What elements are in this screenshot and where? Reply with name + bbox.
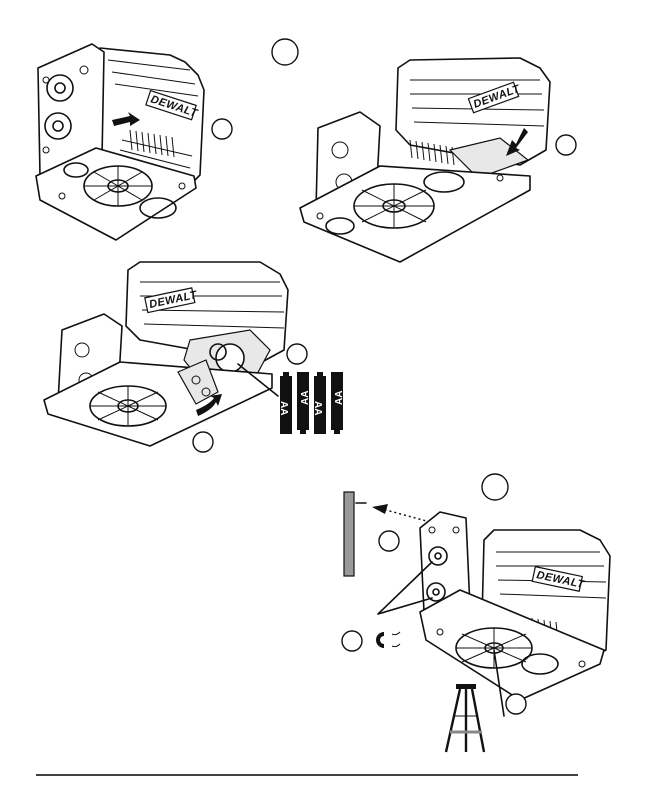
callout-b-1: [556, 135, 576, 155]
battery-group: AA AA AA AA: [278, 372, 345, 434]
battery-label: AA: [278, 401, 289, 415]
battery-label: AA: [312, 401, 323, 415]
figure-a-marker: [272, 39, 298, 65]
battery: AA: [297, 372, 311, 434]
callout-d-2: [342, 631, 362, 651]
figure-d-marker: [482, 474, 508, 500]
metal-wall-strip: [344, 492, 354, 576]
figure-b-cover-open: DEWALT: [300, 58, 550, 262]
figure-a-open-cover: DEWALT: [36, 44, 204, 240]
callout-a-1: [212, 119, 232, 139]
battery: AA: [312, 372, 326, 434]
battery: AA: [278, 372, 292, 434]
magnet-icon: [376, 632, 400, 648]
figure-d-mounting: DEWALT: [378, 512, 610, 716]
callout-d-1: [379, 531, 399, 551]
tripod-icon: [446, 684, 484, 752]
battery-label: AA: [334, 391, 345, 405]
battery-label: AA: [300, 391, 311, 405]
figure-c-insert-batteries: DEWALT: [44, 262, 288, 446]
callout-c-2: [193, 432, 213, 452]
callout-c-1: [287, 344, 307, 364]
callout-d-3: [506, 694, 526, 714]
battery: AA: [331, 372, 345, 434]
dotted-arrow-icon: [372, 504, 430, 522]
